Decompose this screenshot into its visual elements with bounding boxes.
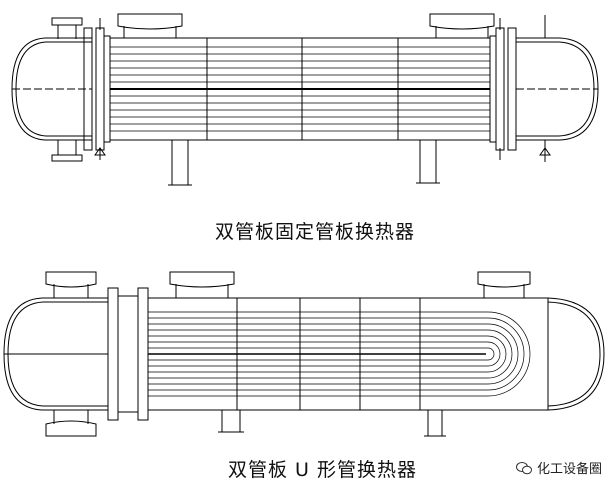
left-saddle <box>218 410 244 433</box>
fixed-tubesheet-exchanger <box>11 13 599 186</box>
diagram-caption-u-tube: 双管板 U 形管换热器 <box>228 459 417 481</box>
u-tube-exchanger <box>3 271 605 437</box>
wechat-icon <box>515 461 532 474</box>
diagram-caption-fixed-tubesheet: 双管板固定管板换热器 <box>215 221 416 243</box>
shell-outlet-nozzle <box>477 271 531 298</box>
left-tubesheets <box>83 18 111 160</box>
u-tube-bundle <box>148 311 531 397</box>
tubesheets <box>107 287 149 421</box>
left-saddle <box>168 140 192 186</box>
left-top-nozzle <box>45 271 97 298</box>
right-tubesheets <box>489 15 551 162</box>
right-saddle <box>424 410 446 437</box>
right-saddle <box>416 140 440 184</box>
watermark-text: 化工设备圈 <box>536 462 602 477</box>
shell-inlet-nozzle <box>169 271 235 298</box>
shell-inlet-nozzle <box>117 13 183 38</box>
right-head <box>547 297 605 411</box>
shell-outlet-nozzle <box>429 13 495 38</box>
left-bottom-nozzle <box>45 410 97 437</box>
watermark: 化工设备圈 <box>515 458 602 477</box>
tube-bundle <box>110 46 490 132</box>
left-top-nozzle <box>51 17 83 39</box>
left-bottom-nozzle <box>51 140 83 162</box>
